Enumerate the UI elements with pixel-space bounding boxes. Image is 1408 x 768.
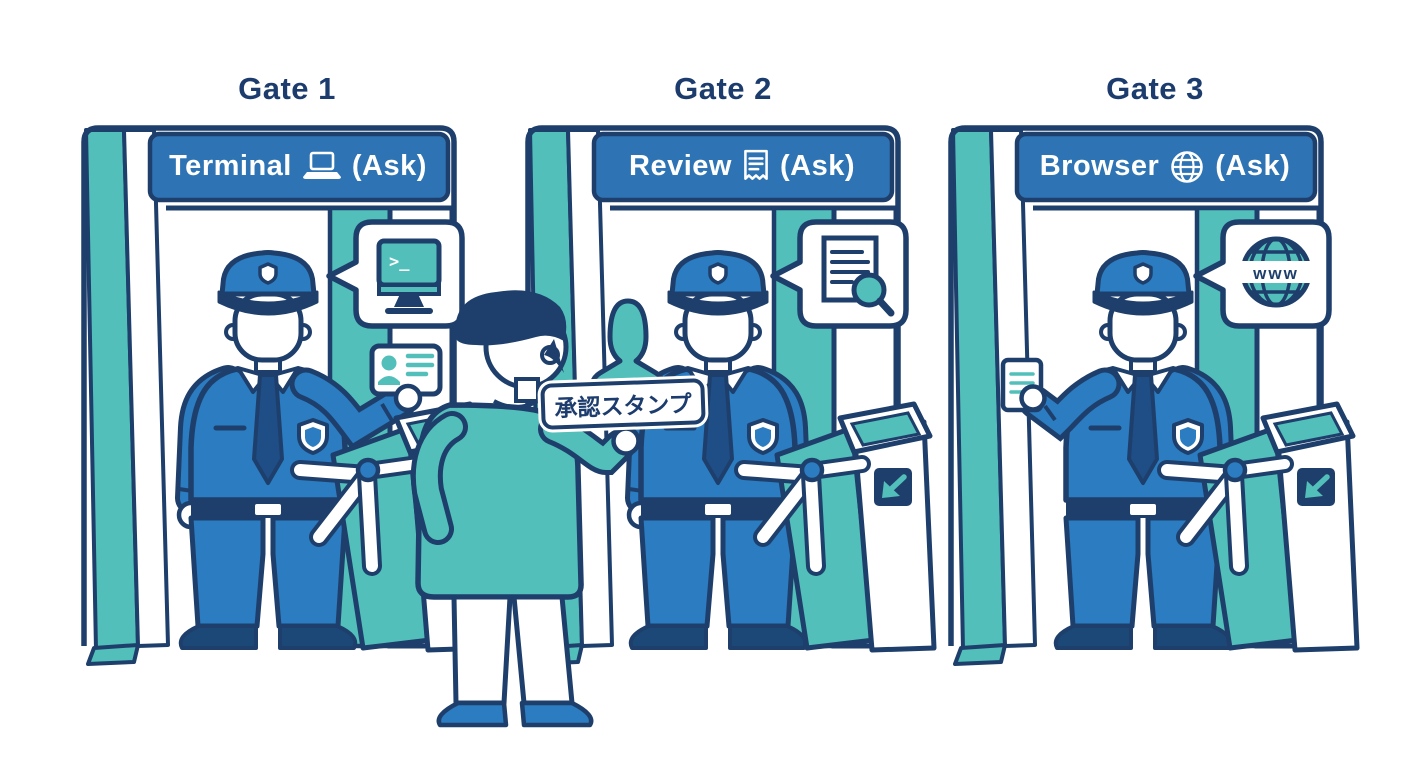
gate-3-group: www: [951, 128, 1357, 664]
visitor-neck: [514, 377, 540, 403]
globe-icon: [1171, 150, 1204, 183]
gate-2-banner: Review (Ask): [594, 134, 890, 199]
receipt-icon: [744, 149, 768, 180]
guard-raised-arm: [289, 367, 419, 450]
visitor-left-shoe: [436, 700, 509, 728]
guard-hand: [1019, 384, 1047, 412]
visitor-hair: [455, 290, 567, 346]
gate-3-guard: [1000, 253, 1232, 649]
gate-2-title: Gate 2: [674, 71, 772, 106]
banner-label: Terminal: [169, 150, 292, 182]
gate-1-title: Gate 1: [238, 71, 336, 106]
gate-1-group: >_: [84, 128, 490, 664]
www-globe-icon: www: [1239, 236, 1313, 308]
gate-2-group: [528, 128, 934, 664]
visitor-hand: [611, 426, 641, 456]
gate-1-speech-bubble: >_: [329, 222, 462, 326]
gate-3-speech-bubble: www: [1196, 222, 1329, 326]
stamp-handle: [589, 298, 667, 396]
gate-3-title: Gate 3: [1106, 71, 1204, 106]
visitor-collar: [493, 399, 539, 409]
banner-suffix: (Ask): [779, 150, 855, 182]
banner-suffix: (Ask): [1215, 150, 1291, 182]
guard-extended-arm: [1018, 367, 1122, 442]
gate-1-banner: Terminal (Ask): [150, 134, 446, 199]
gate-2-speech-bubble: [773, 222, 906, 326]
visitor-left-leg: [451, 594, 513, 706]
terminal-prompt-text: >_: [389, 252, 410, 272]
gate-3-banner: Browser (Ask): [1017, 134, 1313, 199]
visitor-hair-nape: [544, 339, 564, 373]
banner-label: Browser: [1039, 150, 1160, 182]
stamp-label-badge: 承認スタンプ: [540, 378, 706, 430]
www-text: www: [1252, 264, 1299, 283]
terminal-monitor-icon: >_: [376, 238, 442, 314]
banner-label: Review: [629, 150, 732, 182]
id-card: [369, 343, 443, 397]
banner-suffix: (Ask): [351, 150, 427, 182]
laptop-icon: [302, 151, 341, 179]
visitor-right-shoe: [519, 700, 594, 728]
document-magnifier-icon: [821, 235, 895, 317]
gate-1-guard: [179, 253, 443, 649]
guard-hand: [393, 383, 423, 413]
visitor-right-leg: [511, 594, 575, 706]
